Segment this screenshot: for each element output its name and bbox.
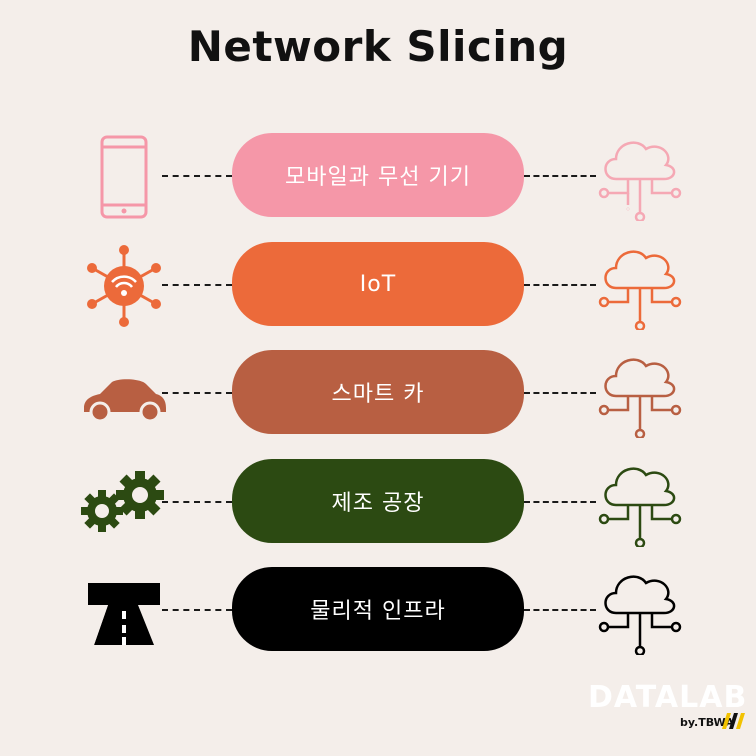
car-icon [78,352,168,432]
slice-pill-factory: 제조 공장 [232,459,524,543]
slice-row-mobile: 모바일과 무선 기기 [0,133,756,223]
slice-pill-car: 스마트 카 [232,350,524,434]
slice-label: 스마트 카 [331,382,425,407]
logo-stripes-icon [722,713,745,729]
connector-left [162,501,232,503]
slice-row-car: 스마트 카 [0,350,756,440]
cloud-network-icon [594,348,686,440]
cloud-network-icon [594,131,686,223]
smartphone-icon [78,135,168,219]
connector-right [524,175,596,177]
slice-label: IoT [359,271,397,297]
connector-right [524,609,596,611]
cloud-network-icon [594,240,686,332]
connector-left [162,175,232,177]
logo-wordmark: DATALAB [588,680,748,715]
page-title: Network Slicing [187,22,569,71]
gears-icon [78,461,168,541]
iot-hub-icon [78,244,168,327]
slice-row-factory: 제조 공장 [0,459,756,549]
connector-left [162,284,232,286]
datalab-logo: DATALAB by.TBWA [588,680,748,740]
slice-label: 물리적 인프라 [310,599,446,624]
connector-right [524,392,596,394]
slice-pill-infrastructure: 물리적 인프라 [232,567,524,651]
slice-label: 모바일과 무선 기기 [285,165,471,190]
cloud-network-icon [594,457,686,549]
connector-right [524,501,596,503]
connector-left [162,392,232,394]
connector-left [162,609,232,611]
tunnel-road-icon [78,569,168,649]
slice-pill-iot: IoT [232,242,524,326]
connector-right [524,284,596,286]
logo-byline: by.TBWA [680,716,734,729]
slice-row-iot: IoT [0,242,756,332]
cloud-network-icon [594,565,686,657]
slice-row-infrastructure: 물리적 인프라 [0,567,756,657]
slice-label: 제조 공장 [331,491,425,516]
slice-pill-mobile: 모바일과 무선 기기 [232,133,524,217]
